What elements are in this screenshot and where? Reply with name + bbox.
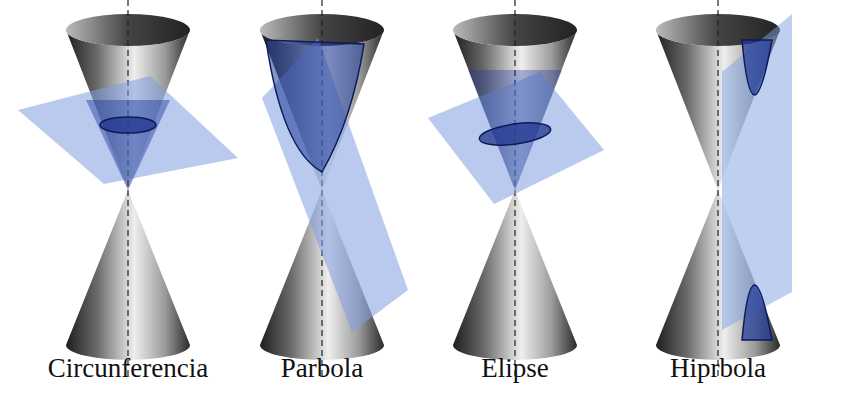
double-cone [453,0,577,380]
ellipse-section [478,119,552,149]
circle-section [100,117,156,133]
hyperbola-branch [742,285,772,340]
cutting-plane [722,14,792,330]
parabola-section [266,40,364,172]
double-cone [66,0,190,380]
conic-name: Parbola [281,352,363,384]
cutting-plane [262,38,408,332]
conic-name: Hiprbola [670,352,766,384]
hyperbola-branch [742,40,772,95]
conic-name: Elipse [481,352,549,384]
conic-name: Circunferencia [48,352,208,384]
